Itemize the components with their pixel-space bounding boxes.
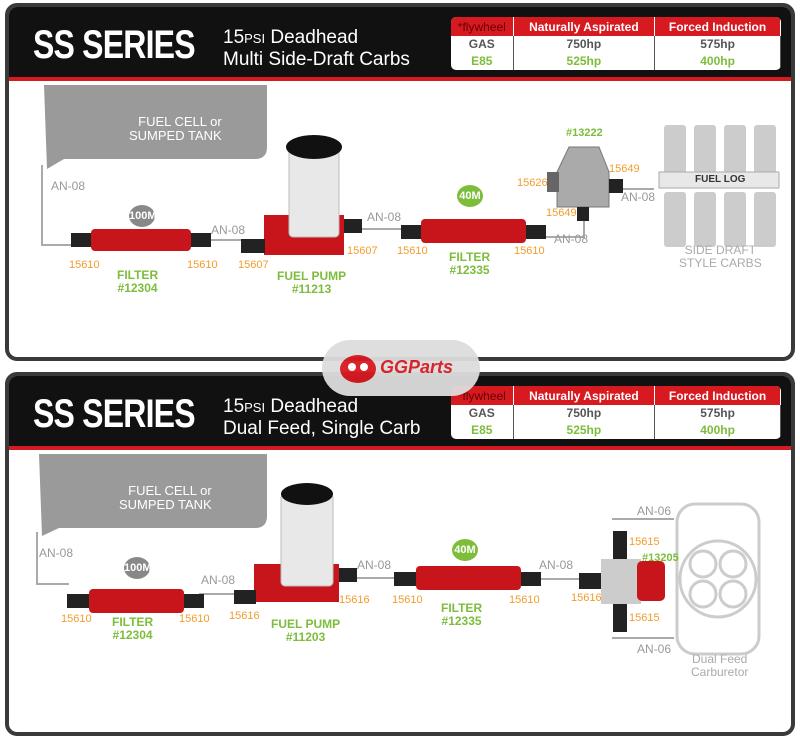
fitting-part: 15615: [629, 612, 660, 624]
fitting-part: 15607: [347, 245, 378, 257]
pump-label: FUEL PUMP#11203: [271, 617, 341, 644]
micron-badge: 40M: [452, 539, 478, 561]
filter-12304-icon: [91, 229, 191, 251]
fitting-part: 15610: [514, 245, 545, 257]
line-label: AN-06: [637, 504, 672, 518]
line-label: AN-08: [211, 223, 246, 237]
subtitle-line1: 15PSI Deadhead: [223, 396, 359, 417]
regulator-part: #13222: [566, 127, 603, 139]
filter-label: FILTER#12335: [449, 250, 491, 277]
line-label: AN-08: [554, 232, 589, 246]
pump-label: FUEL PUMP#11213: [277, 269, 347, 296]
filter-12335-icon: [421, 219, 526, 243]
fitting-part: 15607: [238, 259, 269, 271]
dual-feed-carburetor-icon: [675, 502, 761, 656]
subtitle-line2: Dual Feed, Single Carb: [223, 418, 421, 439]
filter-12304-icon: [89, 589, 184, 613]
line-label: AN-06: [637, 642, 672, 656]
micron-badge: 40M: [457, 185, 483, 207]
panel-header: SS SERIES 15PSI Deadhead Multi Side-Draf…: [9, 7, 791, 81]
fuel-log-label: FUEL LOG: [695, 174, 746, 185]
line-label: AN-08: [201, 573, 236, 587]
line-label: AN-08: [621, 190, 656, 204]
fitting-part: 15626: [517, 177, 548, 189]
fuel-tank-icon: [39, 454, 267, 536]
diagram-panel-dual-feed: SS SERIES 15PSI Deadhead Dual Feed, Sing…: [5, 372, 795, 736]
fitting-part: 15610: [179, 613, 210, 625]
series-title: SS SERIES: [33, 23, 196, 67]
regulator-icon: [601, 559, 641, 604]
watermark-text: GGParts: [380, 357, 454, 377]
fitting-part: 15610: [392, 594, 423, 606]
fitting-part: 15610: [397, 245, 428, 257]
fitting-part: 15649: [609, 163, 640, 175]
subtitle-line1: 15PSI Deadhead: [223, 27, 359, 48]
plumbing-graphics: [36, 454, 761, 656]
fitting-part: 15615: [629, 536, 660, 548]
fitting-part: 15610: [61, 613, 92, 625]
plumbing-graphics: [41, 85, 780, 255]
fitting-part: 15610: [509, 594, 540, 606]
regulator-part: #13205: [642, 552, 679, 564]
line-label: AN-08: [539, 558, 574, 572]
ggparts-watermark: GGParts: [322, 340, 480, 396]
ggparts-mascot-icon: [340, 355, 376, 383]
fitting-part: 15616: [339, 594, 370, 606]
side-draft-carbs-icon: [658, 125, 780, 247]
micron-badge: 100M: [124, 557, 152, 579]
micron-badge: 100M: [129, 205, 157, 227]
fitting-part: 15649: [546, 207, 577, 219]
filter-label: FILTER#12304: [117, 268, 159, 295]
filter-12335-icon: [416, 566, 521, 590]
diagram-panel-multi-side-draft: SS SERIES 15PSI Deadhead Multi Side-Draf…: [5, 3, 795, 361]
subtitle-line2: Multi Side-Draft Carbs: [223, 49, 410, 70]
fitting-part: 15616: [229, 610, 260, 622]
series-title: SS SERIES: [33, 392, 196, 436]
fitting-part: 15610: [69, 259, 100, 271]
line-label: AN-08: [39, 546, 74, 560]
line-label: AN-08: [367, 210, 402, 224]
filter-label: FILTER#12335: [441, 601, 483, 628]
line-label: AN-08: [51, 179, 86, 193]
regulator-icon: [556, 146, 610, 208]
fitting-part: 15616: [571, 592, 602, 604]
fuel-tank-icon: [44, 85, 267, 169]
fitting-part: 15610: [187, 259, 218, 271]
filter-label: FILTER#12304: [112, 615, 154, 642]
line-label: AN-08: [357, 558, 392, 572]
